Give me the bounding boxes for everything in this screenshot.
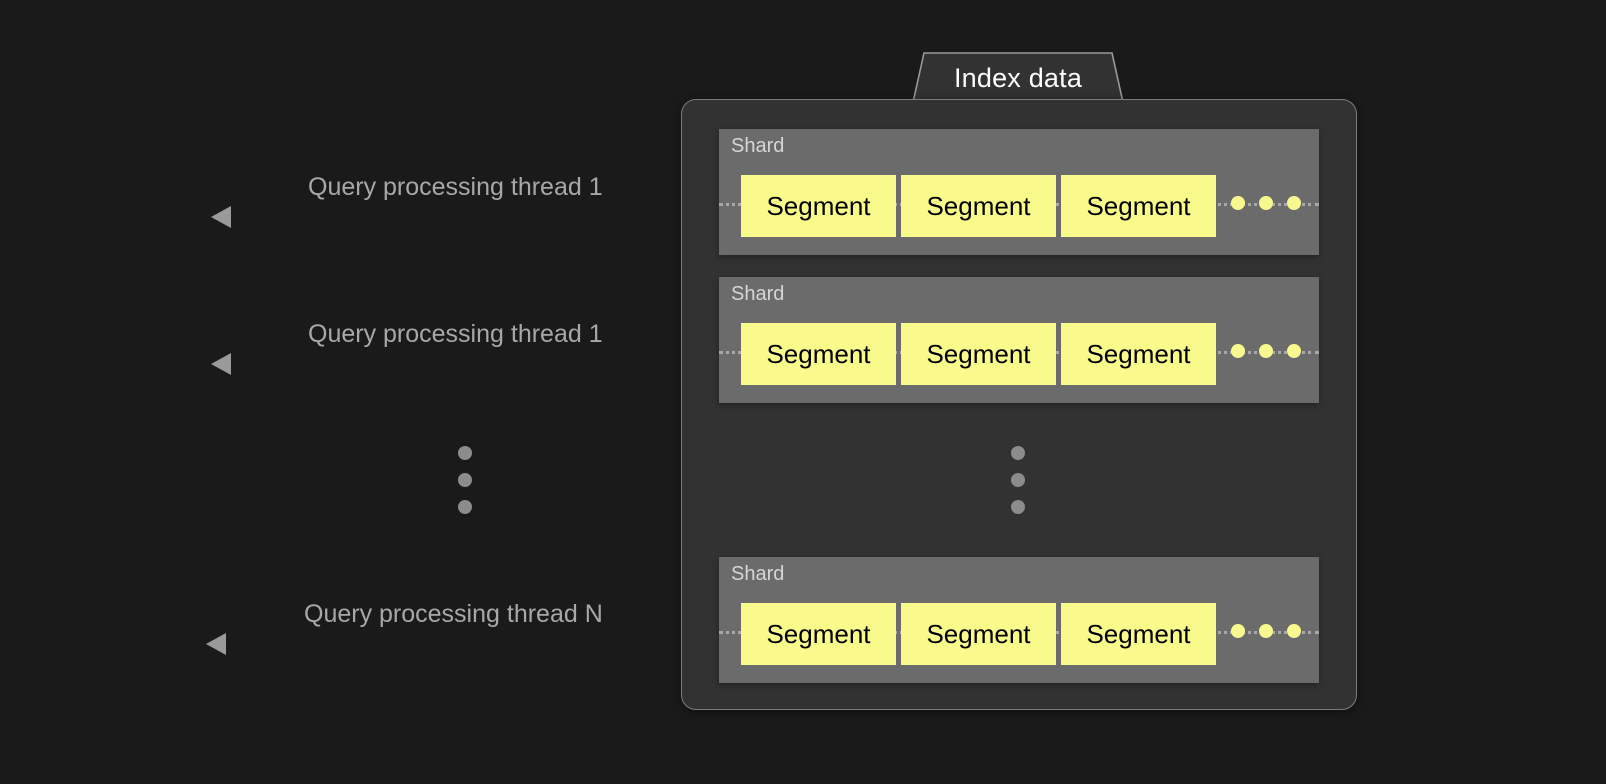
segment-box[interactable]: Segment — [901, 323, 1056, 385]
query-thread-arrow-1 — [211, 206, 231, 228]
query-thread-label-n: Query processing thread N — [304, 600, 603, 628]
shard-box-3[interactable]: Shard Segment Segment Segment — [719, 557, 1319, 683]
segment-box[interactable]: Segment — [901, 603, 1056, 665]
index-data-title: Index data — [953, 62, 1083, 93]
ellipsis-dot — [1011, 500, 1025, 514]
shard-box-2[interactable]: Shard Segment Segment Segment — [719, 277, 1319, 403]
ellipsis-dot — [1231, 624, 1245, 638]
arrow-left-icon — [211, 206, 231, 228]
segment-box[interactable]: Segment — [1061, 323, 1216, 385]
shard-label-3: Shard — [731, 563, 785, 585]
ellipsis-dot — [1259, 624, 1273, 638]
ellipsis-dot — [458, 446, 472, 460]
segment-box[interactable]: Segment — [741, 175, 896, 237]
thread-vertical-ellipsis-icon — [458, 446, 472, 514]
query-thread-n: Query processing thread N — [206, 585, 733, 655]
ellipsis-dot — [1287, 196, 1301, 210]
segment-box[interactable]: Segment — [901, 175, 1056, 237]
ellipsis-dot — [1259, 196, 1273, 210]
ellipsis-dot — [1287, 344, 1301, 358]
segment-box[interactable]: Segment — [741, 603, 896, 665]
horizontal-ellipsis-icon — [1231, 196, 1301, 210]
shard-label-1: Shard — [731, 135, 785, 157]
shard-vertical-ellipsis-icon — [1011, 446, 1025, 514]
ellipsis-dot — [1231, 196, 1245, 210]
ellipsis-dot — [458, 473, 472, 487]
ellipsis-dot — [1011, 446, 1025, 460]
segment-box[interactable]: Segment — [1061, 603, 1216, 665]
query-thread-label-2: Query processing thread 1 — [308, 320, 603, 348]
ellipsis-dot — [1231, 344, 1245, 358]
arrow-left-icon — [211, 353, 231, 375]
shard-box-1[interactable]: Shard Segment Segment Segment — [719, 129, 1319, 255]
shard-label-2: Shard — [731, 283, 785, 305]
ellipsis-dot — [458, 500, 472, 514]
segment-box[interactable]: Segment — [741, 323, 896, 385]
index-data-tab: Index data — [898, 52, 1138, 108]
horizontal-ellipsis-icon — [1231, 344, 1301, 358]
ellipsis-dot — [1287, 624, 1301, 638]
arrow-left-icon — [206, 633, 226, 655]
query-thread-1: Query processing thread 1 — [211, 158, 731, 228]
query-thread-label-1: Query processing thread 1 — [308, 173, 603, 201]
query-thread-2: Query processing thread 1 — [211, 305, 731, 375]
ellipsis-dot — [1011, 473, 1025, 487]
horizontal-ellipsis-icon — [1231, 624, 1301, 638]
ellipsis-dot — [1259, 344, 1273, 358]
index-data-panel: Shard Segment Segment Segment Shard Segm… — [681, 99, 1357, 710]
segment-box[interactable]: Segment — [1061, 175, 1216, 237]
query-thread-arrow-n — [206, 633, 226, 655]
query-thread-arrow-2 — [211, 353, 231, 375]
